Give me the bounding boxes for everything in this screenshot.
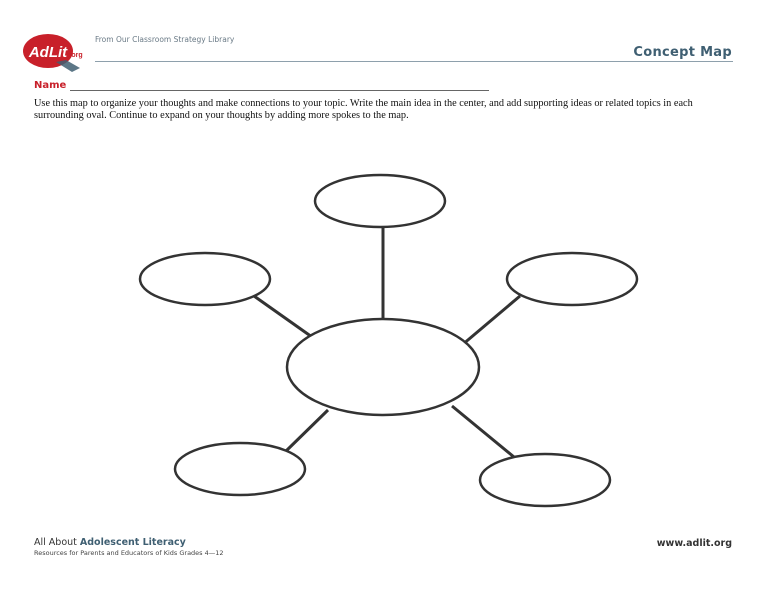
spoke-lower-left: [283, 408, 330, 454]
oval-lower-right[interactable]: [478, 452, 612, 508]
header-divider: [95, 61, 733, 62]
name-label: Name: [34, 80, 67, 91]
instructions-text: Use this map to organize your thoughts a…: [34, 98, 693, 121]
spoke-upper-left: [253, 294, 313, 339]
footer-url-link[interactable]: www.adlit.org: [656, 538, 732, 549]
oval-lower-left[interactable]: [173, 441, 307, 497]
oval-upper-left[interactable]: [138, 251, 272, 307]
page-title: Concept Map: [633, 45, 732, 60]
svg-text:AdLit: AdLit: [28, 44, 68, 61]
footer-subtitle: Resources for Parents and Educators of K…: [34, 549, 224, 557]
svg-text:.org: .org: [69, 52, 82, 59]
name-field-line[interactable]: [70, 90, 489, 91]
spoke-lower-right: [451, 404, 515, 459]
footer-brand-prefix: All About: [34, 537, 80, 548]
footer-brand-name: Adolescent Literacy: [79, 537, 186, 548]
adlit-logo: AdLit .org: [23, 34, 83, 72]
footer-brand: All About Adolescent Literacy: [34, 537, 186, 548]
oval-top[interactable]: [313, 173, 447, 229]
spoke-upper-right: [461, 294, 521, 347]
strategy-library-tagline: From Our Classroom Strategy Library: [95, 35, 235, 44]
center-oval[interactable]: [285, 317, 481, 417]
oval-upper-right[interactable]: [505, 251, 639, 307]
